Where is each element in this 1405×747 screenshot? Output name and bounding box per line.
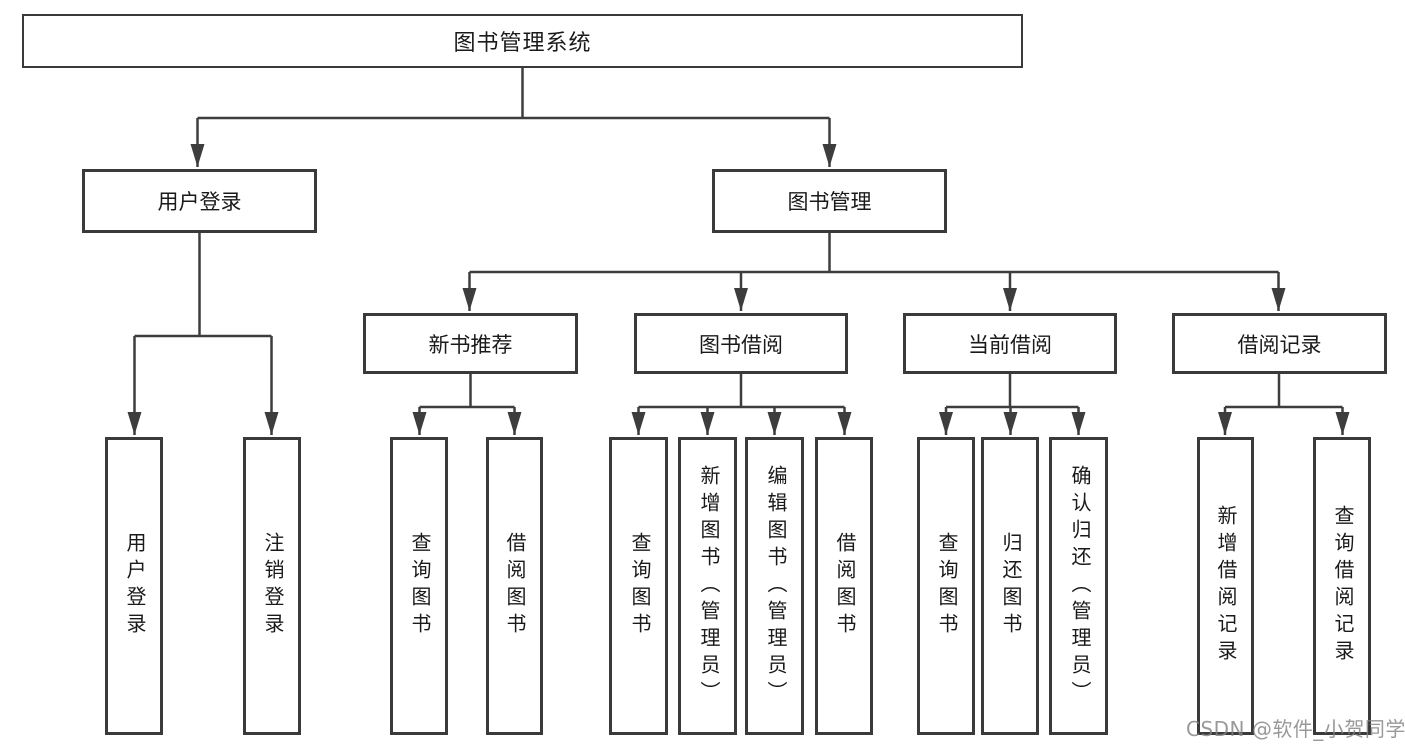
- node-book-borrow: 图书借阅: [634, 313, 848, 374]
- leaf-return-book: 归还图书: [981, 437, 1039, 735]
- leaf-borrow-book: 借阅图书: [815, 437, 873, 735]
- leaf-query-book-recommend: 查询图书: [390, 437, 448, 735]
- leaf-borrow-book-recommend: 借阅图书: [486, 437, 543, 735]
- node-new-book-recommend: 新书推荐: [363, 313, 578, 374]
- leaf-query-book-borrow: 查询图书: [609, 437, 668, 735]
- leaf-logout: 注销登录: [243, 437, 301, 735]
- leaf-query-book-current: 查询图书: [917, 437, 975, 735]
- node-current-borrow: 当前借阅: [903, 313, 1117, 374]
- leaf-edit-book-admin: 编辑图书（管理员）: [745, 437, 804, 735]
- node-root-system: 图书管理系统: [22, 14, 1023, 68]
- leaf-add-borrow-record: 新增借阅记录: [1197, 437, 1254, 735]
- node-user-login-branch: 用户登录: [82, 169, 317, 233]
- watermark: CSDN @软件_小贺同学: [1186, 717, 1405, 741]
- node-book-management-branch: 图书管理: [712, 169, 947, 233]
- leaf-confirm-return-admin: 确认归还（管理员）: [1049, 437, 1108, 735]
- leaf-user-login: 用户登录: [105, 437, 163, 735]
- leaf-query-borrow-record: 查询借阅记录: [1313, 437, 1371, 735]
- leaf-add-book-admin: 新增图书（管理员）: [678, 437, 737, 735]
- node-borrow-records: 借阅记录: [1172, 313, 1387, 374]
